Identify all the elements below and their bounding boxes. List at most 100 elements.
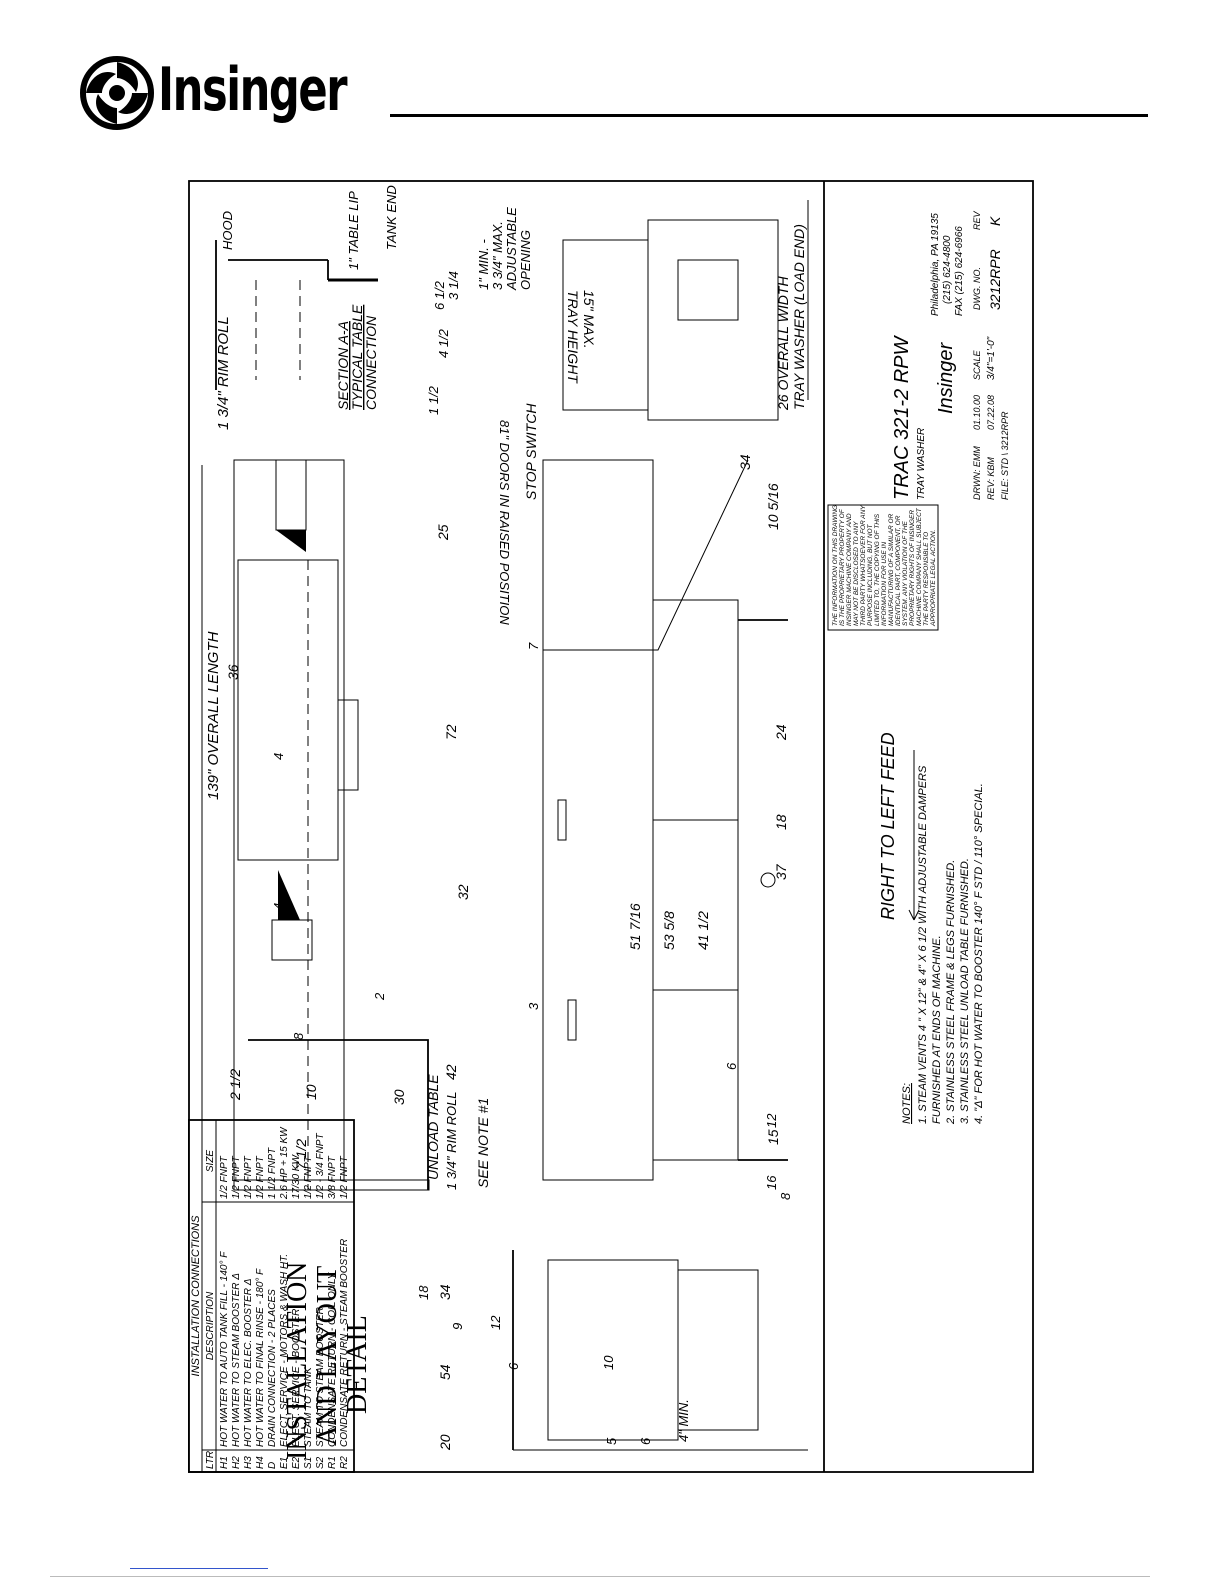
svg-text:E1: E1: [279, 1457, 290, 1469]
svg-text:TRAY WASHER (LOAD END): TRAY WASHER (LOAD END): [791, 224, 807, 410]
svg-text:HOT WATER TO FINAL RINSE - 180: HOT WATER TO FINAL RINSE - 180° F: [255, 1268, 266, 1447]
svg-text:R1: R1: [327, 1456, 338, 1469]
load-end-view: [562, 200, 809, 421]
footer-rule: [50, 1576, 1150, 1577]
dim-3-1-4: 3 1/4: [446, 271, 461, 300]
note-4: 4. "Δ" FOR HOT WATER TO BOOSTER 140° F S…: [973, 783, 985, 1124]
svg-text:1/2 FNPT: 1/2 FNPT: [255, 1155, 266, 1199]
svg-text:R2: R2: [339, 1456, 350, 1469]
svg-text:HOT WATER TO STEAM BOOSTER Δ: HOT WATER TO STEAM BOOSTER Δ: [231, 1273, 242, 1447]
section-caption: SECTION A-A TYPICAL TABLE CONNECTION: [335, 304, 379, 410]
connections-table: INSTALLATION CONNECTIONS LTR DESCRIPTION…: [188, 1119, 355, 1473]
dim-42: 42: [443, 1064, 459, 1080]
company-phone: (215) 624-4800: [942, 235, 953, 304]
overall-length-dim: 139" OVERALL LENGTH: [205, 631, 222, 800]
note-3: 3. STAINLESS STEEL UNLOAD TABLE FURNISHE…: [959, 858, 971, 1124]
footer-link-underline[interactable]: [130, 1568, 268, 1569]
dim-10: 10: [303, 1084, 319, 1100]
dim-32: 32: [455, 884, 471, 900]
svg-text:CONDENSATE RETURN - STEAM BOOS: CONDENSATE RETURN - STEAM BOOSTER: [339, 1239, 350, 1447]
svg-text:IDENTICAL PART, COMPONENT, OR: IDENTICAL PART, COMPONENT, OR: [895, 515, 902, 626]
svg-text:PROPRIETARY RIGHTS OF INSINGER: PROPRIETARY RIGHTS OF INSINGER: [909, 510, 916, 626]
dim-6b: 6: [506, 1362, 521, 1370]
title-block: TRAC 321-2 RPW TRAY WASHER Insinger Phil…: [891, 210, 1010, 500]
drawn-date: 01.10.00: [972, 395, 982, 430]
svg-text:TYPICAL TABLE: TYPICAL TABLE: [349, 304, 365, 410]
dim-72: 72: [443, 724, 459, 740]
dim-12b: 12: [488, 1315, 503, 1330]
svg-text:D: D: [267, 1462, 278, 1469]
see-note-label: SEE NOTE #1: [475, 1098, 491, 1188]
svg-text:E2: E2: [291, 1456, 302, 1469]
svg-text:1 1/2 FNPT: 1 1/2 FNPT: [267, 1147, 278, 1199]
svg-text:MANUFACTURING OF A SIMILAR OR: MANUFACTURING OF A SIMILAR OR: [888, 513, 895, 626]
dim-2: 2: [372, 992, 387, 1001]
insinger-swirl-logo-icon: [80, 56, 154, 130]
revised-by: REV: KBM: [986, 457, 996, 500]
company-name: Insinger: [935, 342, 957, 414]
drawing-title-line-3: DETAIL: [342, 1315, 373, 1414]
svg-text:HOT WATER TO ELEC. BOOSTER Δ: HOT WATER TO ELEC. BOOSTER Δ: [243, 1278, 254, 1447]
model-title: TRAC 321-2 RPW: [891, 335, 913, 500]
rev-value: K: [987, 216, 1003, 226]
svg-text:THE PARTY RESPONSIBLE TO: THE PARTY RESPONSIBLE TO: [923, 532, 930, 626]
header-rule: [390, 114, 1148, 117]
revised-date: 07.22.08: [986, 395, 996, 430]
min-4-label: 4" MIN.: [676, 1399, 691, 1442]
dim-7-1-2: 7 1/2: [293, 1139, 309, 1170]
feed-label: RIGHT TO LEFT FEED: [878, 732, 898, 920]
svg-text:MAY NOT BE DISCLOSED TO ANY: MAY NOT BE DISCLOSED TO ANY: [853, 521, 860, 626]
dim-4b: 4: [271, 753, 286, 760]
section-a-a: [215, 240, 378, 390]
dim-51-7-16: 51 7/16: [627, 903, 643, 950]
dim-1-1-2: 1 1/2: [426, 385, 441, 415]
svg-text:STEAM TO STEAM BOOSTER: STEAM TO STEAM BOOSTER: [315, 1307, 326, 1447]
svg-text:H4: H4: [255, 1456, 266, 1469]
svg-text:S1: S1: [303, 1457, 314, 1469]
table-lip-label: 1" TABLE LIP: [346, 191, 361, 270]
dim-15: 15: [765, 1129, 781, 1145]
svg-text:CONNECTION: CONNECTION: [363, 315, 379, 410]
svg-text:H2: H2: [231, 1456, 242, 1469]
svg-text:1/2 FNPT: 1/2 FNPT: [231, 1155, 242, 1199]
svg-text:1/2 FNPT: 1/2 FNPT: [243, 1155, 254, 1199]
svg-text:STEAM TO TANK: STEAM TO TANK: [303, 1366, 314, 1447]
overall-length-label: 139" OVERALL LENGTH: [205, 631, 222, 800]
svg-text:S2: S2: [315, 1456, 326, 1469]
svg-text:IS THE PROPRIETARY PROPERTY OF: IS THE PROPRIETARY PROPERTY OF: [839, 508, 846, 626]
doors-raised-label: 81" DOORS IN RAISED POSITION: [497, 420, 512, 625]
svg-text:ELECT. SERVICE - BOOSTER: ELECT. SERVICE - BOOSTER: [291, 1309, 302, 1447]
svg-text:INSINGER MACHINE COMPANY AND: INSINGER MACHINE COMPANY AND: [846, 513, 853, 626]
rev-label: REV: [972, 210, 982, 230]
dim-7: 7: [526, 642, 541, 650]
dwg-label: DWG. NO.: [972, 267, 982, 310]
dim-36: 36: [225, 664, 241, 680]
feed-arrow-icon: [908, 750, 920, 921]
front-view: [542, 459, 788, 1181]
drawing-title: INSTALLATION AND LAYOUT DETAIL: [282, 1262, 373, 1460]
svg-text:THE INFORMATION ON THIS DRAWIN: THE INFORMATION ON THIS DRAWING: [832, 505, 839, 626]
header-description: DESCRIPTION: [205, 1291, 216, 1360]
dim-9: 9: [450, 1323, 465, 1330]
dim-54: 54: [437, 1364, 453, 1380]
header-size: SIZE: [205, 1150, 216, 1173]
dim-5: 5: [604, 1437, 619, 1445]
svg-text:MACHINE COMPANY SHALL SUBJECT: MACHINE COMPANY SHALL SUBJECT: [916, 507, 923, 626]
scale-label: SCALE: [972, 349, 982, 380]
dim-24: 24: [773, 724, 789, 741]
svg-text:17/30 KW: 17/30 KW: [291, 1154, 302, 1199]
svg-text:3 3/4" MAX.: 3 3/4" MAX.: [490, 221, 505, 290]
dim-8b: 8: [778, 1192, 793, 1200]
svg-text:H1: H1: [219, 1456, 230, 1469]
dim-34-bottom: 34: [437, 1284, 453, 1300]
note-1: 1. STEAM VENTS 4 " X 12" & 4" X 6 1/2 WI…: [917, 765, 929, 1124]
dim-18b: 18: [416, 1285, 431, 1300]
dim-25: 25: [435, 524, 451, 541]
dim-12: 12: [764, 1113, 779, 1128]
dim-18: 18: [773, 814, 789, 830]
